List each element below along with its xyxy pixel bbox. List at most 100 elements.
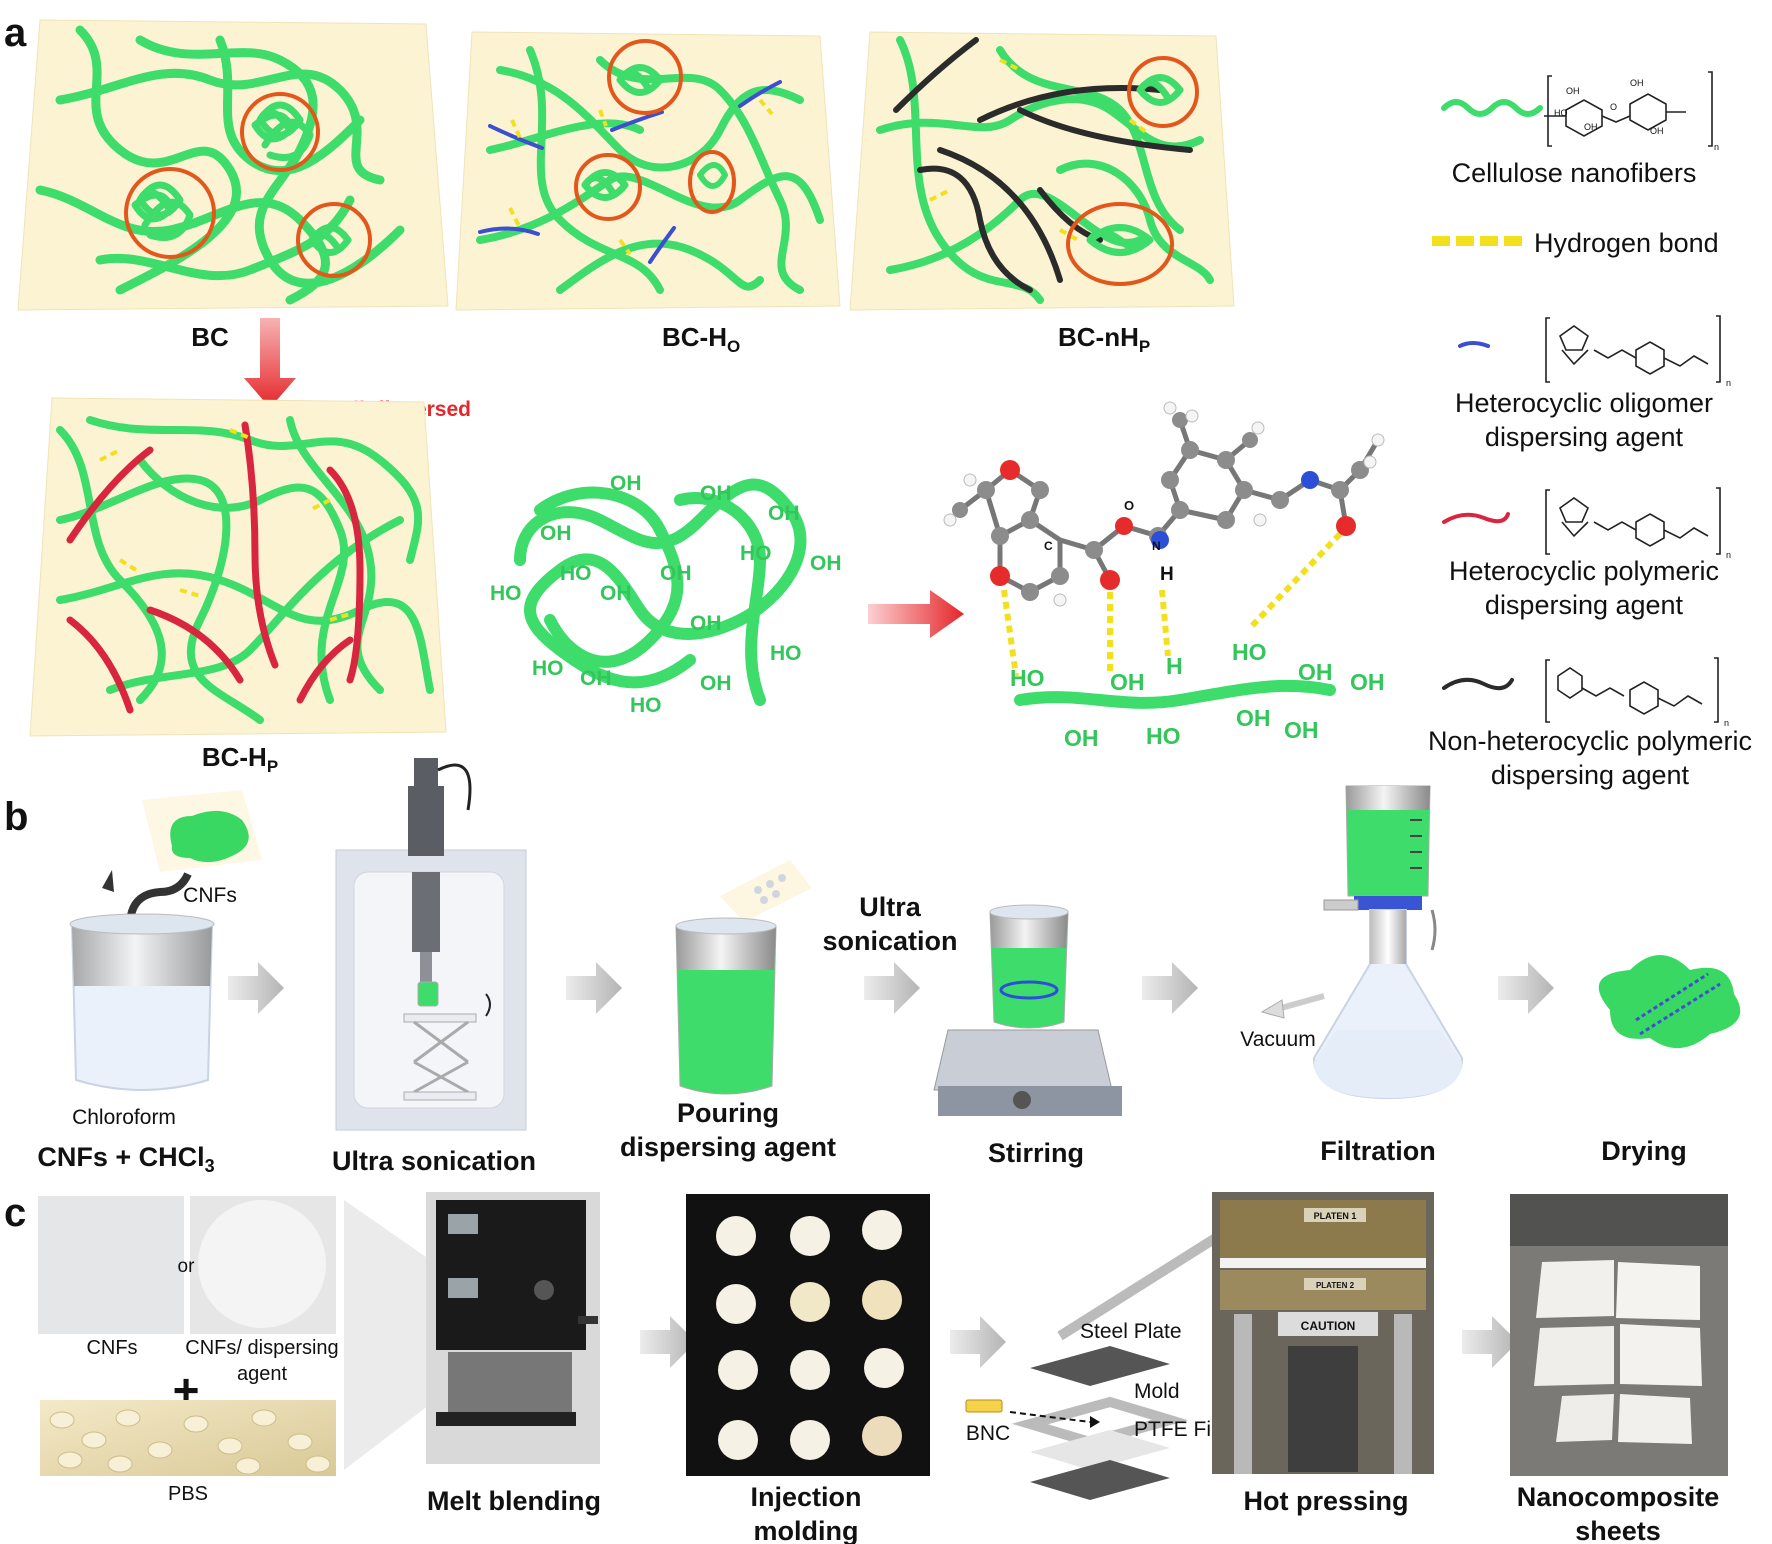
label-cnfs-dispersing-line1: CNFs/ dispersing [185,1337,338,1359]
bc-hp-network-panel [29,397,447,737]
mol-ho-1: HO [1010,665,1045,691]
ho-1: HO [490,582,522,605]
oh-9: OH [700,672,732,695]
label-step-drying: Drying [1601,1136,1687,1166]
label-cnfs-c: CNFs [86,1337,137,1359]
merge-wedge [344,1200,488,1470]
label-ultra-line2: sonication [822,926,957,956]
ultrasonication-chamber [335,758,527,1131]
label-cnfs-dispersing-line2: agent [237,1363,287,1385]
bc-nhp-network-panel [849,31,1235,311]
oh-6: OH [660,562,692,585]
bc-ho-network-panel [455,31,841,311]
label-platen-1: PLATEN 1 [1314,1211,1357,1221]
panel-label-c: c [4,1191,26,1235]
bc-network-panel [17,19,449,311]
legend-non-heterocyclic-line2: dispersing agent [1491,760,1690,790]
oh-5: OH [810,552,842,575]
panel-label-a: a [4,11,27,55]
molecule-hydrogen-bonding: O C N H HO OH H HO OH OH OH HO OH OH [943,401,1385,751]
oh-2: OH [540,522,572,545]
label-melt-blending: Melt blending [427,1486,601,1516]
label-caution: CAUTION [1301,1319,1356,1333]
label-step-stirring: Stirring [988,1138,1084,1168]
oh-8: OH [690,612,722,635]
filtration-flask [1260,785,1464,1100]
mol-ho-3: HO [1146,723,1181,749]
mol-oh-1: OH [1110,669,1145,695]
label-platen-2: PLATEN 2 [1316,1281,1355,1290]
mol-oh-5: OH [1236,705,1271,731]
ho-6: HO [740,542,772,565]
legend-oligomer-line2: dispersing agent [1485,422,1684,452]
hot-press-photo: PLATEN 1 PLATEN 2 CAUTION [1212,1192,1434,1474]
tangle-1 [124,167,216,259]
oh-3: OH [700,482,732,505]
label-cnfs-b: CNFs [183,884,237,907]
flow-arrow-b5 [1498,962,1554,1014]
oligomer-structure-icon [1545,315,1721,383]
panel-label-b: b [4,795,28,839]
chem-oh-1: OH [1566,86,1580,96]
label-injection-line1: Injection [750,1482,861,1512]
oh-4: OH [768,502,800,525]
mol-oh-4: OH [1064,725,1099,751]
legend-oligomer-line1: Heterocyclic oligomer [1455,388,1713,418]
melt-blender-photo [426,1192,600,1464]
label-ultra-line1: Ultra [859,892,921,922]
tangle-2 [240,92,320,172]
label-bc-nhp: BC-nHP [1058,322,1150,356]
label-chloroform: Chloroform [72,1106,176,1129]
chem-oh-4: OH [1650,126,1664,136]
label-mold: Mold [1134,1380,1180,1403]
label-ptfe-film: PTFE Film [1134,1418,1233,1441]
label-bc-hp: BC-HP [202,742,278,776]
legend: OH OH HO O OH OH n Cellulose nanofibers … [1428,71,1752,790]
chem-oh-2: OH [1630,78,1644,88]
label-bc-ho: BC-HO [662,322,740,356]
mol-h-1: H [1166,653,1183,679]
hydrogen-bond-swatch [1432,236,1522,246]
label-nanocomposite-line2: sheets [1575,1516,1661,1544]
label-vacuum: Vacuum [1240,1028,1315,1051]
chem-n-2: n [1726,378,1731,388]
hot-press-layers [965,1204,1270,1500]
label-step-pouring-line1: Pouring [677,1098,779,1128]
ho-4: HO [770,642,802,665]
injection-molded-discs-photo [686,1194,930,1476]
mol-oh-3: OH [1350,669,1385,695]
label-bc: BC [191,322,229,352]
atom-h: H [1160,564,1174,585]
interaction-arrow [868,590,964,638]
oh-10: OH [580,667,612,690]
flow-arrow-c2 [950,1316,1006,1368]
stirring-hotplate [933,904,1122,1116]
chem-ho-1: HO [1554,108,1568,118]
flow-arrow-c1 [640,1316,696,1368]
flow-arrow-b4 [1142,962,1198,1014]
chem-n-1: n [1714,142,1719,152]
chem-oh-3: OH [1584,122,1598,132]
label-bnc: BNC [966,1422,1010,1445]
flow-arrow-b1 [228,962,284,1014]
mol-oh-6: OH [1284,717,1319,743]
dried-nanofiber-film [1598,955,1741,1049]
pbs-pellets-photo [40,1400,336,1476]
chem-o-1: O [1610,102,1617,112]
oh-7: OH [600,582,632,605]
flow-arrow-c3 [1462,1316,1518,1368]
label-steel-plate: Steel Plate [1080,1320,1182,1343]
dispersion-arrow [244,318,296,408]
beaker-chloroform [69,790,262,1091]
oh-1: OH [610,472,642,495]
cellulose-oh-cluster: OH OH OH OH OH OH OH OH OH OH HO HO HO H… [490,472,842,717]
flow-arrow-b2 [566,962,622,1014]
label-step-filtration: Filtration [1320,1136,1436,1166]
nanocomposite-sheets-photo [1510,1194,1728,1476]
cnfs-dispersing-agent-photo [190,1196,336,1334]
label-step-cnfs-chcl3: CNFs + CHCl3 [37,1142,214,1176]
legend-hydrogen-bond: Hydrogen bond [1534,228,1719,258]
cnfs-photo [38,1196,184,1334]
polymeric-structure-icon [1545,487,1721,555]
legend-polymeric-line1: Heterocyclic polymeric [1449,556,1719,586]
